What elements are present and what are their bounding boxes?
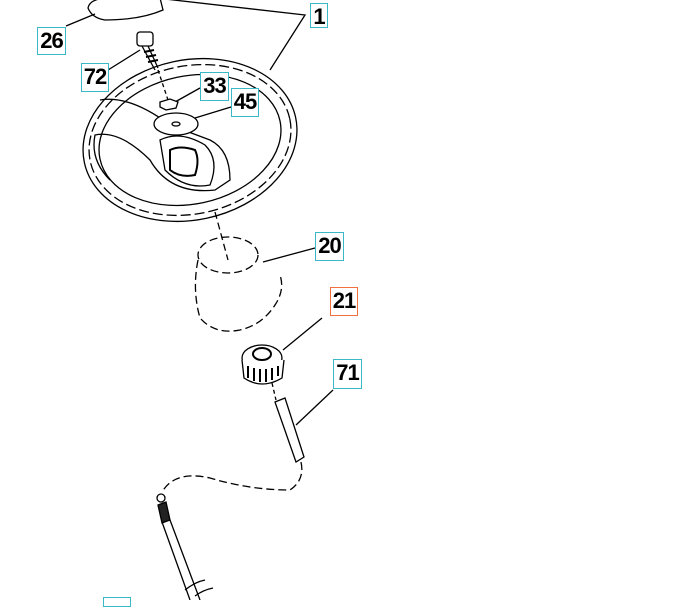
leader-line-71 — [295, 389, 334, 426]
leader-line-45 — [194, 106, 232, 119]
washer-part — [153, 112, 199, 136]
shaft-part — [274, 397, 305, 463]
leader-line-72 — [107, 49, 141, 71]
leader-line-1 — [168, 0, 307, 71]
callout-label-45[interactable]: 45 — [231, 88, 259, 117]
callout-label-26[interactable]: 26 — [37, 27, 66, 55]
callout-label-72[interactable]: 72 — [81, 63, 109, 92]
callout-label-71[interactable]: 71 — [333, 359, 362, 389]
callout-label-20[interactable]: 20 — [315, 232, 344, 261]
callout-label-partial[interactable] — [103, 597, 131, 607]
leader-line-33 — [174, 87, 201, 103]
leader-line-20 — [262, 247, 316, 263]
column-tip-part — [156, 493, 166, 503]
bolt-part — [136, 31, 154, 47]
nut-part — [159, 98, 179, 111]
leader-line-26 — [65, 13, 96, 27]
callout-label-33[interactable]: 33 — [200, 72, 229, 101]
steering-wheel-part — [82, 57, 298, 223]
callout-label-21-selected[interactable]: 21 — [330, 287, 358, 316]
leader-line-21 — [282, 317, 323, 351]
callout-label-1[interactable]: 1 — [310, 3, 328, 29]
boot-part — [197, 236, 259, 274]
horn-cap-part — [87, 0, 164, 21]
